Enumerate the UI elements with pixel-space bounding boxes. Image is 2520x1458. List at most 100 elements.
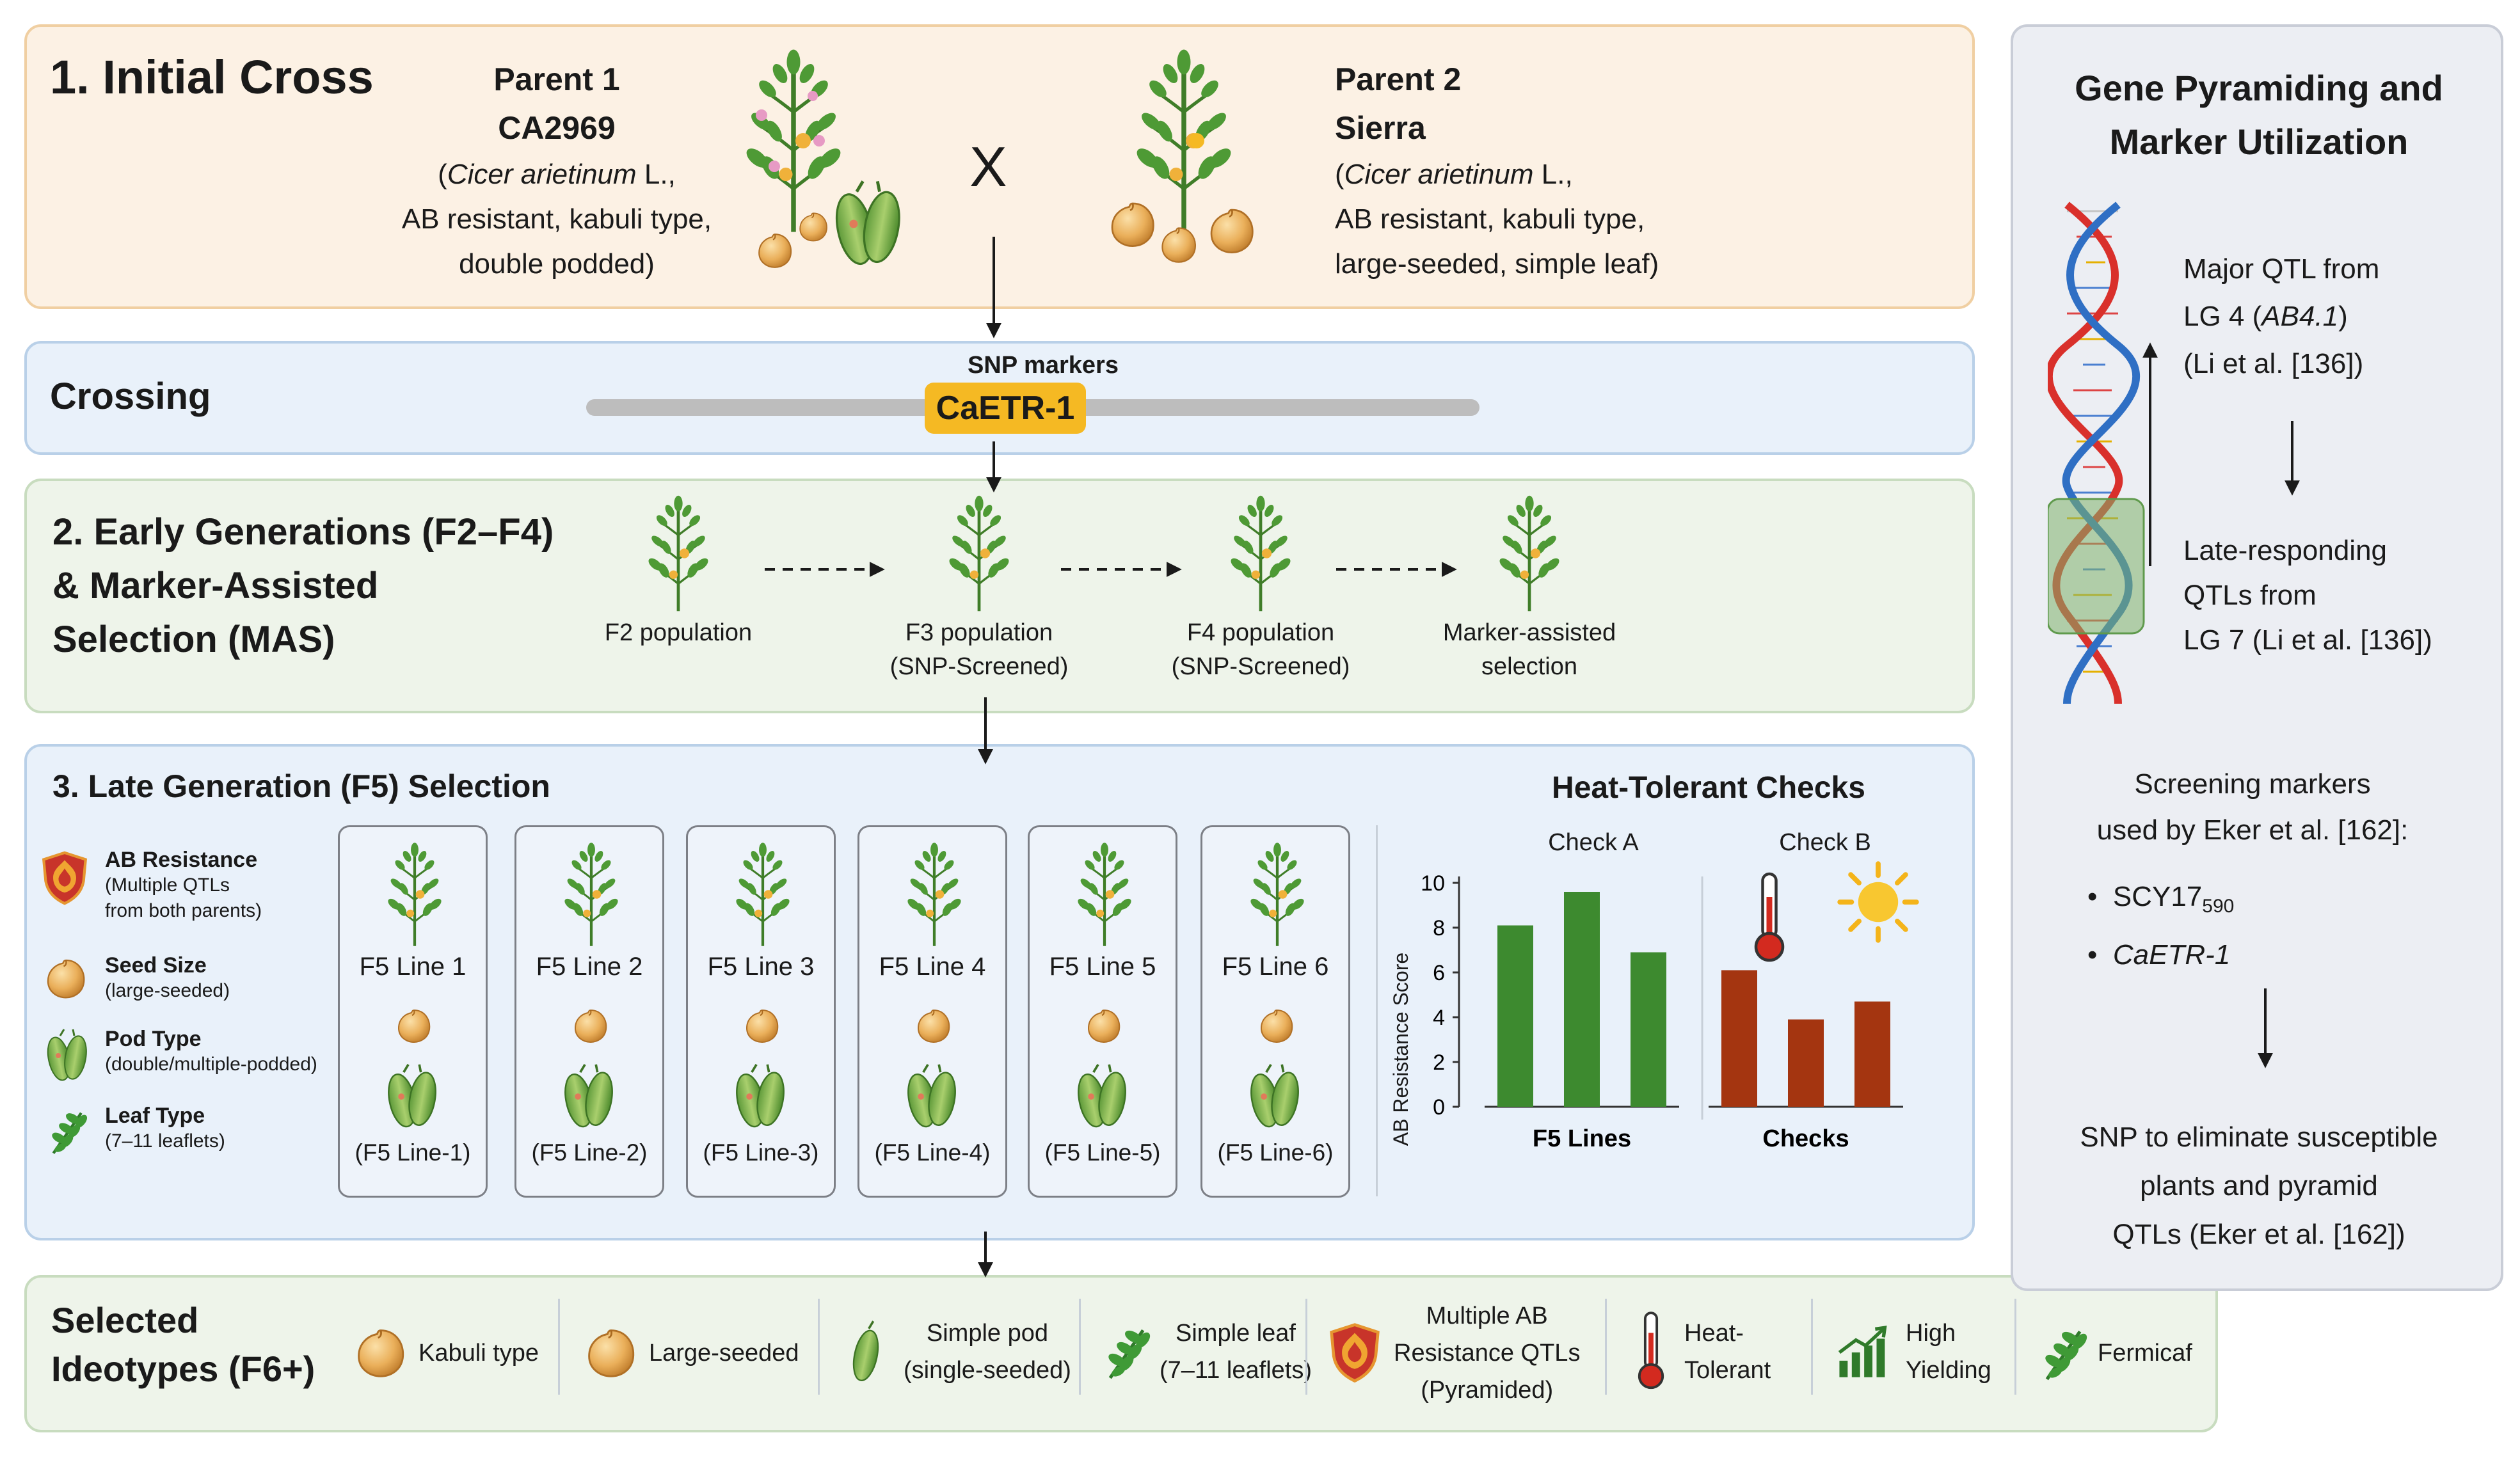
marker-list: • SCY17590 • CaETR-1 xyxy=(2087,873,2234,979)
legend-title: Leaf Type xyxy=(105,1104,205,1128)
trait-label-line: Resistance QTLs xyxy=(1394,1340,1581,1367)
chart-bar xyxy=(1854,1001,1890,1107)
legend-sub: (Multiple QTLs xyxy=(105,875,230,896)
late-generation-heading: 3. Late Generation (F5) Selection xyxy=(52,768,550,804)
seed-icon xyxy=(746,1010,779,1043)
trait-label-line: (Pyramided) xyxy=(1421,1377,1554,1404)
trait-label: Simple leaf (7–11 leaflets) xyxy=(1160,1315,1312,1389)
leaf-icon xyxy=(2036,1321,2087,1385)
f5-line-name: F5 Line 4 xyxy=(879,953,986,981)
initial-cross-panel xyxy=(24,24,1975,309)
parent1-block: Parent 1 CA2969 (Cicer arietinum L., AB … xyxy=(339,55,774,287)
leaf-icon xyxy=(1099,1320,1151,1384)
stage-label: Marker-assisted xyxy=(1442,619,1616,646)
f5-line-code: (F5 Line-2) xyxy=(531,1139,648,1166)
pod-icon xyxy=(843,1310,888,1393)
screening-line1: Screening markers xyxy=(2134,768,2371,800)
gene-pyramiding-sidebar xyxy=(2011,24,2503,1291)
legend-title: Pod Type xyxy=(105,1027,202,1051)
legend-sub: (7–11 leaflets) xyxy=(105,1130,225,1152)
f5-line-name: F5 Line 2 xyxy=(536,953,643,981)
pod-icon xyxy=(559,1063,618,1130)
chart-y-tick-label: 10 xyxy=(1421,871,1445,896)
trait-label-line: Kabuli type xyxy=(419,1340,539,1367)
f5-line-code: (F5 Line-5) xyxy=(1044,1139,1161,1166)
major-qtl-line2: LG 4 (AB4.1) xyxy=(2183,293,2491,340)
marker-list-item: • SCY17590 xyxy=(2087,881,2235,917)
f5-line-card: F5 Line 3 (F5 Line-3) xyxy=(686,825,836,1198)
cross-symbol: X xyxy=(969,135,1007,198)
late-qtl-note: Late-responding QTLs from LG 7 (Li et al… xyxy=(2183,528,2503,663)
selected-heading: Selected Ideotypes (F6+) xyxy=(51,1296,315,1393)
major-qtl-line3: (Li et al. [136]) xyxy=(2183,348,2364,379)
crossing-heading: Crossing xyxy=(50,376,211,417)
chart-bar xyxy=(1631,952,1666,1107)
parent1-id: CA2969 xyxy=(498,110,616,146)
late-qtl-line3: LG 7 (Li et al. [136]) xyxy=(2183,624,2432,656)
f5-line-name: F5 Line 6 xyxy=(1222,953,1329,981)
chart-x-group-label: F5 Lines xyxy=(1533,1125,1631,1152)
stage-sublabel: selection xyxy=(1481,653,1577,680)
late-qtl-line2: QTLs from xyxy=(2183,580,2317,611)
marker-list-item: • CaETR-1 xyxy=(2087,939,2231,971)
seed-icon xyxy=(1261,1010,1293,1043)
parent1-traits: AB resistant, kabuli type, xyxy=(401,203,712,235)
legend-sub: (double/multiple-podded) xyxy=(105,1054,317,1075)
sidebar-title-line1: Gene Pyramiding and xyxy=(2075,68,2443,108)
trait-divider xyxy=(1605,1299,1607,1395)
chickpea-plant-icon xyxy=(1485,493,1574,614)
chart-y-tick-label: 4 xyxy=(1433,1006,1445,1030)
legend-sub: (large-seeded) xyxy=(105,980,230,1001)
parent1-label: Parent 1 xyxy=(493,61,620,97)
f5-line-card: F5 Line 5 (F5 Line-5) xyxy=(1028,825,1177,1198)
stage-label: F4 population xyxy=(1186,619,1335,646)
legend-item: Pod Type (double/multiple-podded) xyxy=(38,1027,339,1104)
trait-label-line: Yielding xyxy=(1906,1357,1991,1384)
ideotype-trait: Large-seeded xyxy=(582,1305,799,1401)
trait-divider xyxy=(1811,1299,1813,1395)
seed-icon xyxy=(1088,1010,1120,1043)
growth-chart-icon xyxy=(1834,1320,1892,1384)
stage-sublabel: (SNP-Screened) xyxy=(889,653,1069,680)
selected-heading-line1: Selected xyxy=(51,1300,199,1340)
legend-item: Leaf Type (7–11 leaflets) xyxy=(38,1104,339,1174)
pod-icon xyxy=(731,1063,789,1130)
major-qtl-line1: Major QTL from xyxy=(2183,253,2380,285)
trait-divider xyxy=(1079,1299,1081,1395)
snp-line2: plants and pyramid xyxy=(2140,1170,2378,1201)
selected-heading-line2: Ideotypes (F6+) xyxy=(51,1349,315,1389)
trait-divider xyxy=(2014,1299,2016,1395)
snp-note: SNP to eliminate susceptible plants and … xyxy=(2022,1113,2496,1259)
stage-sublabel: (SNP-Screened) xyxy=(1171,653,1350,680)
chart-column-label: Check A xyxy=(1548,829,1639,856)
legend-title: AB Resistance xyxy=(105,848,258,872)
ideotype-trait: Heat- Tolerant xyxy=(1632,1297,1771,1406)
parent1-species-suffix: L., xyxy=(636,159,676,190)
trait-divider xyxy=(558,1299,560,1395)
pod-icon xyxy=(1073,1063,1131,1130)
f5-line-card: F5 Line 1 (F5 Line-1) xyxy=(338,825,488,1198)
chart-y-tick-label: 0 xyxy=(1433,1095,1445,1120)
seed-icon xyxy=(398,1010,431,1043)
f5-line-card: F5 Line 4 (F5 Line-4) xyxy=(857,825,1007,1198)
chart-column-label: Check B xyxy=(1779,829,1871,856)
early-generations-heading: 2. Early Generations (F2–F4) & Marker-As… xyxy=(52,505,554,667)
major-qtl-note: Major QTL from LG 4 (AB4.1) (Li et al. [… xyxy=(2183,246,2491,388)
trait-label-line: (single-seeded) xyxy=(904,1357,1071,1384)
marker-scy17-sub: 590 xyxy=(2202,895,2235,917)
marker-scy17: SCY17 xyxy=(2112,881,2203,912)
chickpea-plant-icon xyxy=(373,840,456,949)
stage-f4: F4 population (SNP-Screened) xyxy=(1158,493,1363,685)
leaf-icon xyxy=(38,1104,96,1161)
stage-f3: F3 population (SNP-Screened) xyxy=(877,493,1081,685)
snp-line3: QTLs (Eker et al. [162]) xyxy=(2112,1219,2405,1250)
shield-icon xyxy=(38,848,96,912)
pod-icon xyxy=(902,1063,961,1130)
chart-y-tick-label: 6 xyxy=(1433,961,1445,985)
trait-label: Heat- Tolerant xyxy=(1684,1315,1771,1389)
f5-line-card: F5 Line 2 (F5 Line-2) xyxy=(514,825,664,1198)
f5-line-code: (F5 Line-6) xyxy=(1217,1139,1334,1166)
f5-line-code: (F5 Line-3) xyxy=(703,1139,819,1166)
chart-y-tick-label: 2 xyxy=(1433,1050,1445,1075)
